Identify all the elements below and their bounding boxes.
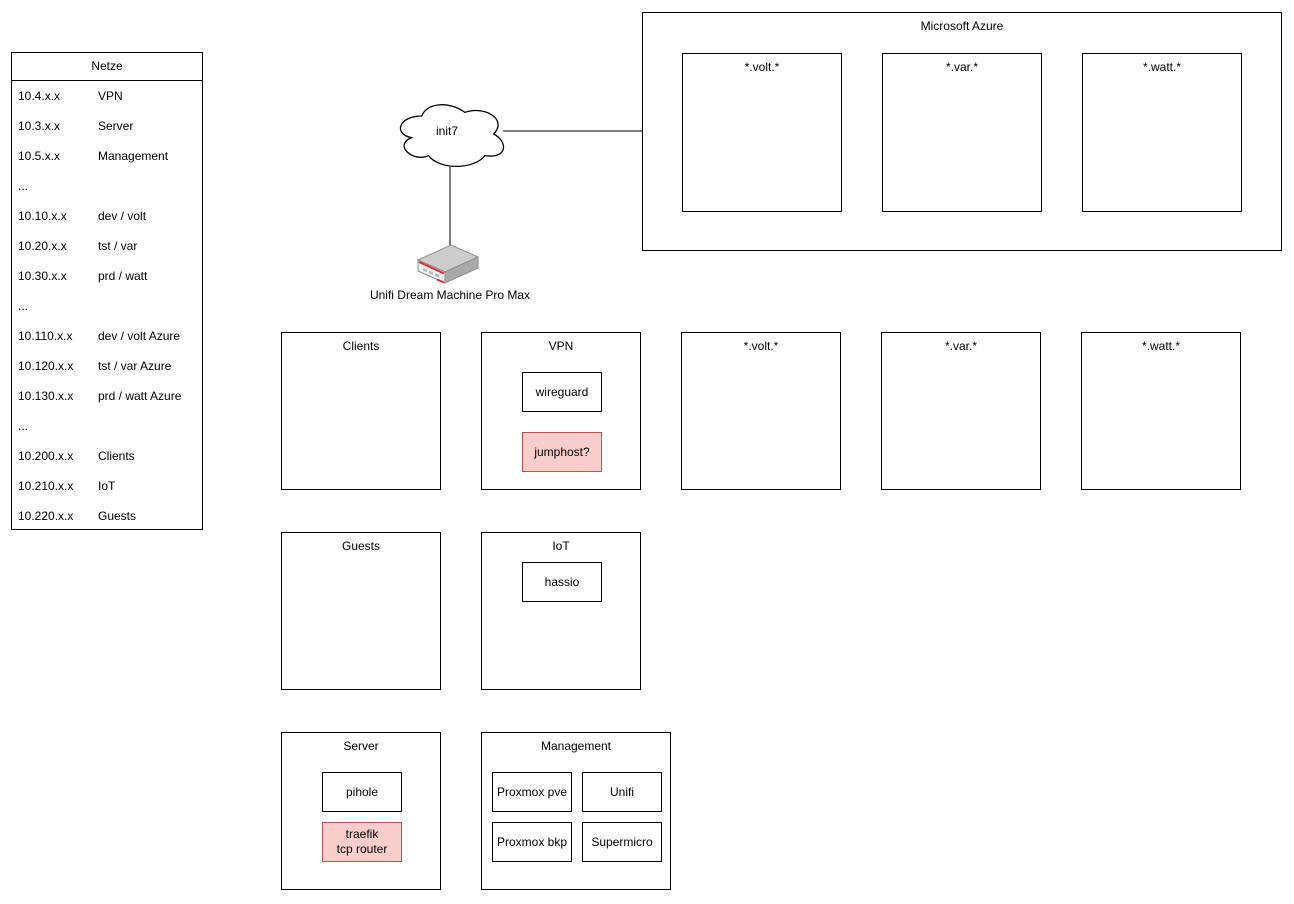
node-proxmox-bkp: Proxmox bkp — [492, 822, 572, 862]
table-row: 10.210.x.x IoT — [12, 471, 202, 501]
group-server-title: Server — [343, 739, 379, 753]
netze-row-ip: 10.5.x.x — [18, 149, 61, 163]
table-row: 10.110.x.x dev / volt Azure — [12, 321, 202, 351]
netze-rows: 10.4.x.x VPN 10.3.x.x Server 10.5.x.x Managem… — [12, 81, 202, 531]
netze-table: Netze 10.4.x.x VPN 10.3.x.x Server 10.5.x.x M… — [11, 52, 203, 530]
group-clients-title: Clients — [342, 339, 380, 353]
azure-box-var: *.var.* — [882, 53, 1042, 212]
netze-row-name: prd / watt Azure — [98, 389, 182, 403]
netze-row-ip: 10.130.x.x — [18, 389, 74, 403]
netze-row-ip: 10.210.x.x — [18, 479, 74, 493]
group-var: *.var.* — [881, 332, 1041, 490]
netze-row-name: tst / var — [98, 239, 138, 253]
group-vpn-title: VPN — [548, 339, 574, 353]
group-management-title: Management — [540, 739, 612, 753]
node-wireguard: wireguard — [522, 372, 602, 412]
group-watt: *.watt.* — [1081, 332, 1241, 490]
group-server: Server pihole traefik tcp router — [281, 732, 441, 890]
internet-cloud: init7 — [399, 104, 504, 167]
azure-box-volt-label: *.volt.* — [744, 60, 780, 74]
azure-container: Microsoft Azure *.volt.* *.var.* *.watt.… — [642, 12, 1282, 251]
azure-box-watt: *.watt.* — [1082, 53, 1242, 212]
netze-row-ip: 10.20.x.x — [18, 239, 67, 253]
netze-row-ip: 10.120.x.x — [18, 359, 74, 373]
table-row: 10.10.x.x dev / volt — [12, 201, 202, 231]
group-vpn: VPN wireguard jumphost? — [481, 332, 641, 490]
netze-row-ip: 10.3.x.x — [18, 119, 61, 133]
table-row: 10.5.x.x Management — [12, 141, 202, 171]
table-row: ... — [12, 411, 202, 441]
netze-row-ip: 10.10.x.x — [18, 209, 67, 223]
netze-row-name: Server — [98, 119, 134, 133]
netze-row-name: dev / volt — [98, 209, 147, 223]
netze-row-ip: 10.220.x.x — [18, 509, 74, 523]
netze-table-title: Netze — [12, 53, 202, 81]
azure-box-var-label: *.var.* — [945, 60, 978, 74]
node-hassio: hassio — [522, 562, 602, 602]
netze-row-name: VPN — [98, 89, 123, 103]
netze-row-ip: 10.4.x.x — [18, 89, 61, 103]
azure-box-volt: *.volt.* — [682, 53, 842, 212]
table-row: 10.20.x.x tst / var — [12, 231, 202, 261]
azure-title: Microsoft Azure — [920, 19, 1004, 33]
table-row: 10.3.x.x Server — [12, 111, 202, 141]
node-pihole: pihole — [322, 772, 402, 812]
node-proxmox-pve: Proxmox pve — [492, 772, 572, 812]
table-row: 10.130.x.x prd / watt Azure — [12, 381, 202, 411]
group-guests-title: Guests — [341, 539, 380, 553]
node-unifi: Unifi — [582, 772, 662, 812]
group-clients: Clients — [281, 332, 441, 490]
netze-row-name: dev / volt Azure — [98, 329, 181, 343]
netze-row-name: IoT — [98, 479, 116, 493]
group-guests: Guests — [281, 532, 441, 690]
cloud-label: init7 — [436, 124, 458, 138]
group-management: Management Proxmox pve Unifi Proxmox bkp… — [481, 732, 671, 890]
cloud-shape — [399, 104, 504, 167]
group-volt-title: *.volt.* — [743, 339, 779, 353]
router-icon — [416, 244, 480, 284]
group-iot-title: IoT — [552, 539, 570, 553]
netze-row-name: prd / watt — [98, 269, 148, 283]
node-supermicro: Supermicro — [582, 822, 662, 862]
table-row: ... — [12, 291, 202, 321]
netze-row-name: Clients — [98, 449, 135, 463]
netze-row-ip: ... — [18, 179, 29, 193]
group-var-title: *.var.* — [944, 339, 977, 353]
group-iot: IoT hassio — [481, 532, 641, 690]
table-row: 10.200.x.x Clients — [12, 441, 202, 471]
node-jumphost: jumphost? — [522, 432, 602, 472]
netze-row-ip: 10.110.x.x — [18, 329, 73, 343]
netze-row-ip: 10.200.x.x — [18, 449, 74, 463]
netze-row-ip: 10.30.x.x — [18, 269, 67, 283]
azure-box-watt-label: *.watt.* — [1142, 60, 1181, 74]
netze-row-name: Management — [98, 149, 169, 163]
netze-row-name: tst / var Azure — [98, 359, 172, 373]
netze-row-ip: ... — [18, 419, 29, 433]
node-traefik-tcp-router: traefik tcp router — [322, 822, 402, 862]
table-row: 10.30.x.x prd / watt — [12, 261, 202, 291]
table-row: 10.4.x.x VPN — [12, 81, 202, 111]
group-volt: *.volt.* — [681, 332, 841, 490]
group-watt-title: *.watt.* — [1141, 339, 1180, 353]
table-row: 10.120.x.x tst / var Azure — [12, 351, 202, 381]
netze-row-ip: ... — [18, 299, 29, 313]
table-row: ... — [12, 171, 202, 201]
router-label: Unifi Dream Machine Pro Max — [369, 288, 531, 302]
netze-row-name: Guests — [98, 509, 137, 523]
table-row: 10.220.x.x Guests — [12, 501, 202, 531]
